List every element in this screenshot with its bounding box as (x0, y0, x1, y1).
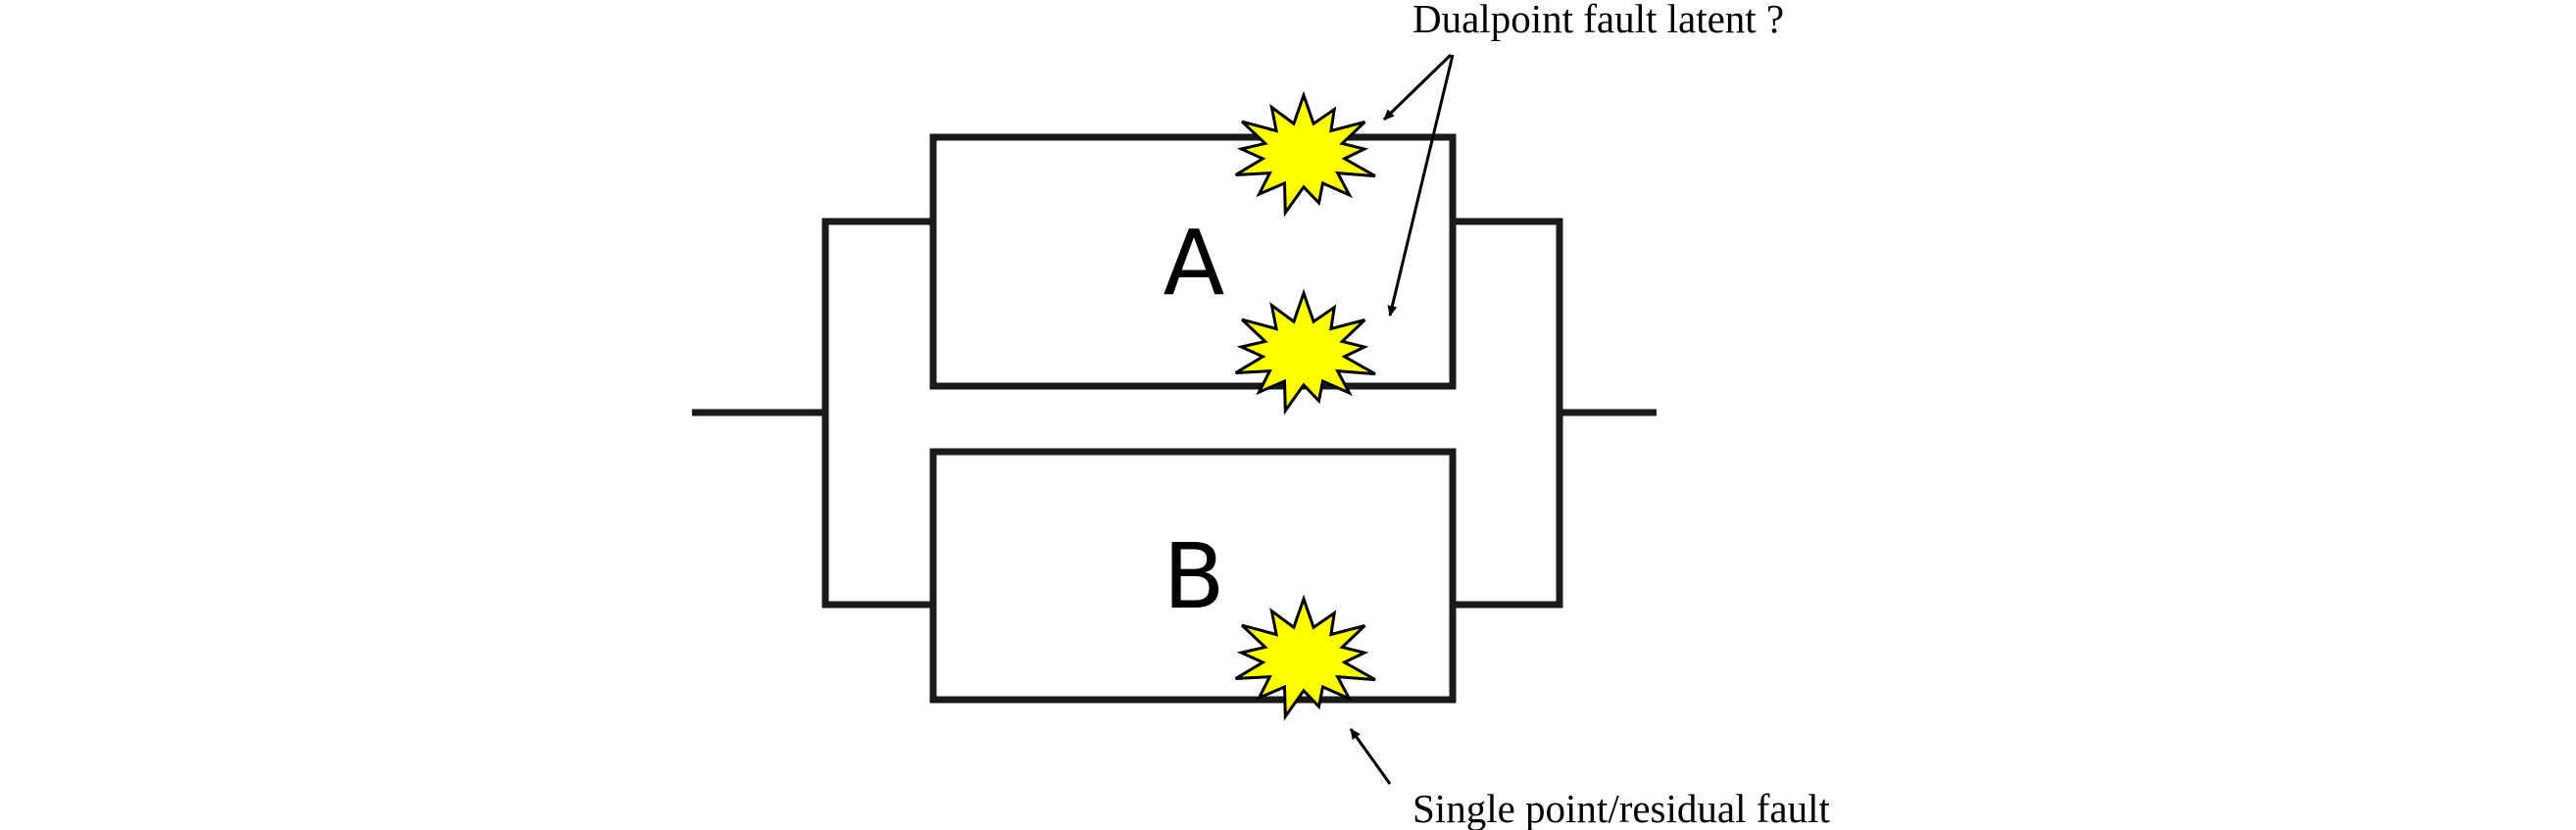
dualpoint-arrow-lower (1387, 54, 1455, 317)
fault-starburst-icon (1234, 90, 1376, 218)
block-a: A (929, 133, 1457, 390)
circuit-wiring (692, 218, 1657, 609)
left-junction-bus (821, 218, 935, 609)
dualpoint-fault-label: Dualpoint fault latent ? (1412, 0, 1784, 41)
block-b: B (929, 448, 1457, 704)
single-point-arrow (1349, 728, 1392, 785)
block-a-label: A (1164, 211, 1225, 316)
fault-starburst-icon (1234, 288, 1376, 415)
block-b-label: B (1163, 524, 1224, 629)
single-point-fault-label: Single point/residual fault (1412, 786, 1830, 830)
block-a-box (929, 133, 1457, 390)
annotation-arrows (1349, 53, 1455, 785)
block-b-box (929, 448, 1457, 704)
right-junction-bus (1453, 218, 1563, 609)
dualpoint-arrow-upper (1382, 53, 1453, 122)
fault-starburst-icon (1234, 594, 1376, 721)
